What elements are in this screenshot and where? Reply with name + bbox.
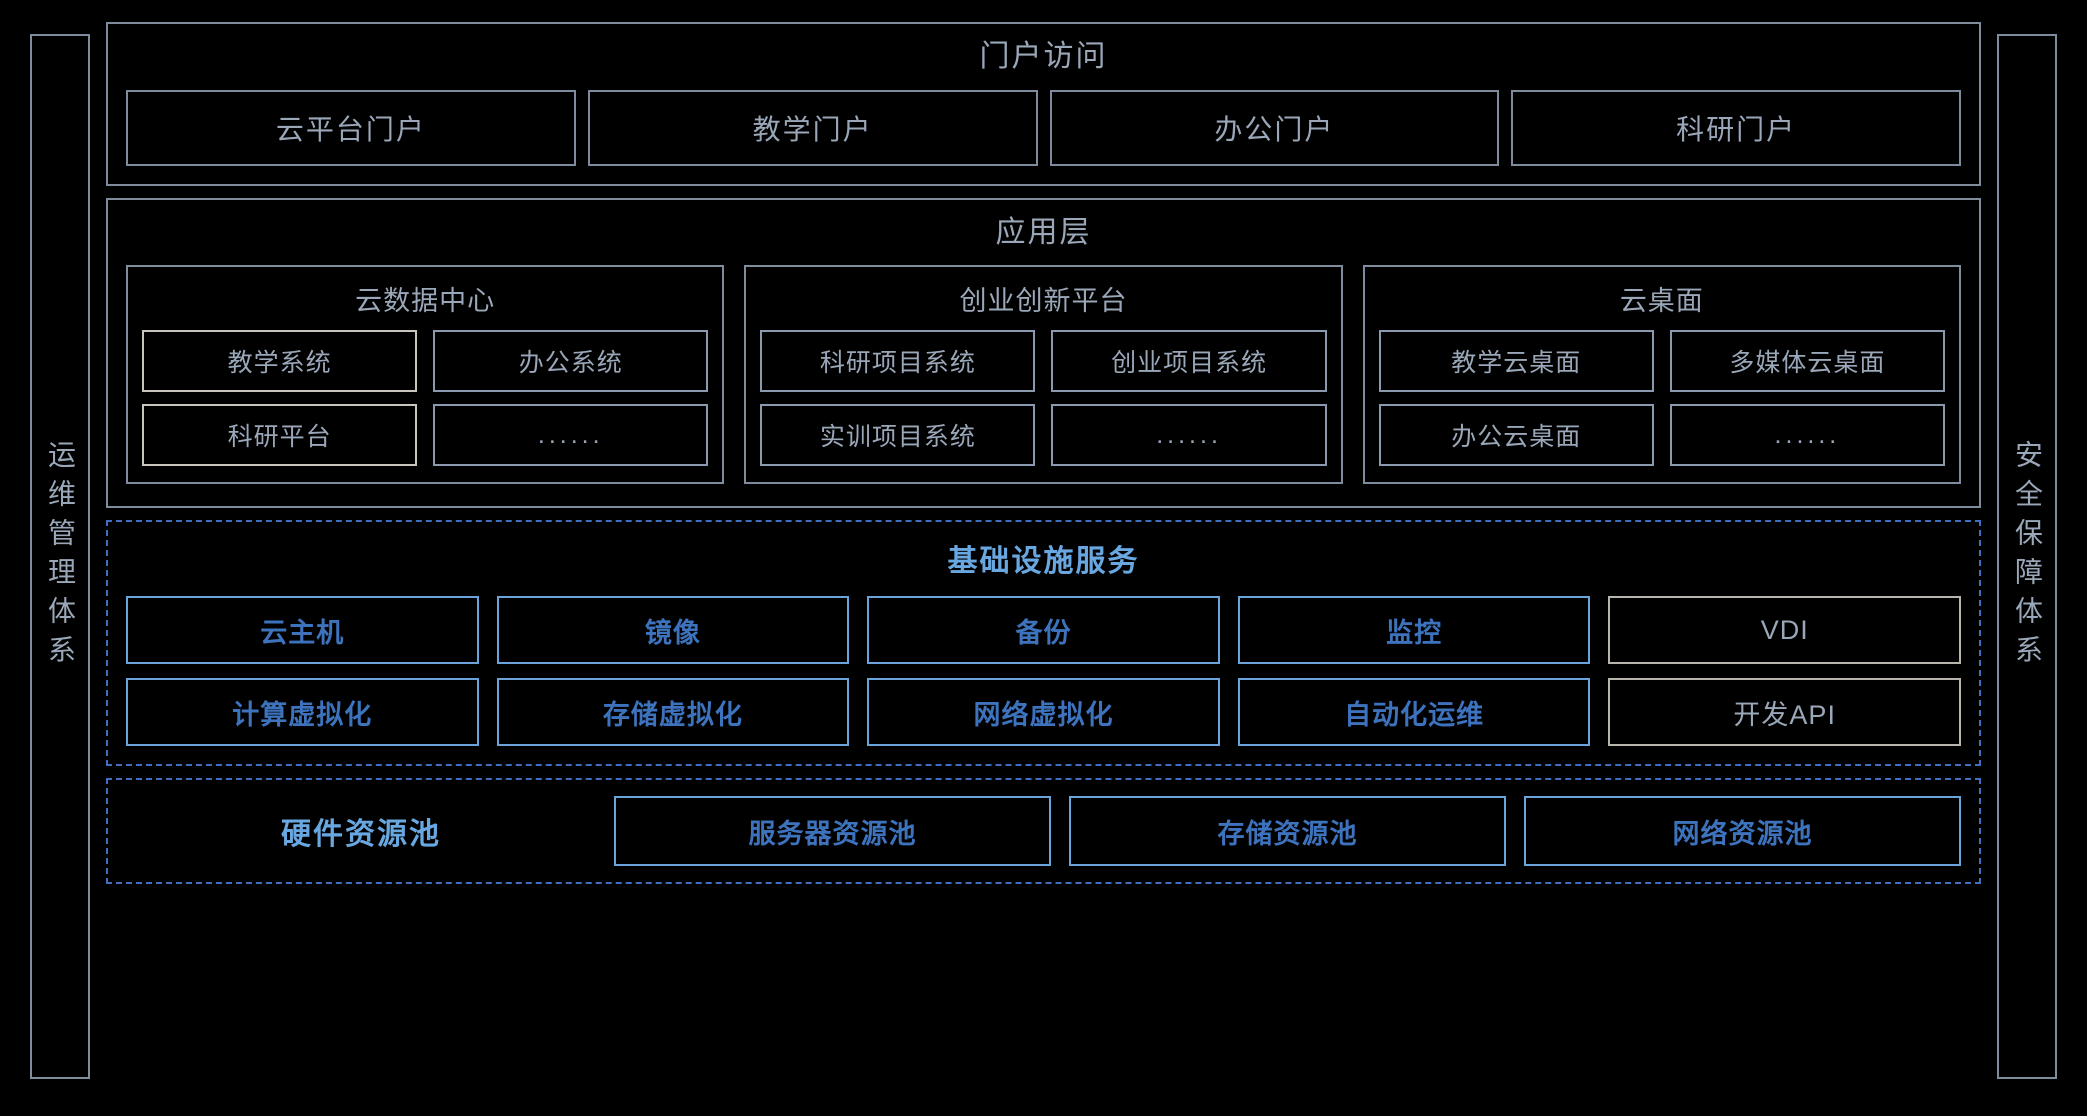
hardware-resource-pool-label: 硬件资源池 — [281, 818, 441, 851]
app-group-cloud-desktop-title: 云桌面 — [1619, 286, 1704, 316]
portal-item-cloud[interactable]: 云平台门户 — [126, 89, 576, 166]
app-item-office-cloud-desktop[interactable]: 办公云桌面 — [1378, 404, 1654, 466]
portal-access-title: 门户访问 — [979, 40, 1108, 73]
infrastructure-services-title: 基础设施服务 — [947, 545, 1140, 578]
app-group-cloud-data-center: 云数据中心 教学系统 办公系统 科研平台 ...... — [126, 265, 725, 484]
app-item-more-cloud-desktop[interactable]: ...... — [1669, 404, 1945, 466]
infra-item-storage-virtualization[interactable]: 存储虚拟化 — [496, 678, 850, 746]
infra-item-cloud-host[interactable]: 云主机 — [126, 596, 479, 664]
app-item-startup-project-system[interactable]: 创业项目系统 — [1051, 330, 1327, 392]
infra-item-image[interactable]: 镜像 — [496, 596, 850, 664]
infra-item-vdi[interactable]: VDI — [1608, 596, 1961, 664]
portal-items-row: 云平台门户 教学门户 办公门户 科研门户 — [126, 89, 1961, 166]
sidebar-security-assurance: 安全保障体系 — [1997, 34, 2057, 1079]
infra-item-network-virtualization[interactable]: 网络虚拟化 — [867, 678, 1220, 746]
infra-item-development-api[interactable]: 开发API — [1608, 678, 1961, 746]
sidebar-security-assurance-label: 安全保障体系 — [2012, 439, 2043, 674]
application-layer: 应用层 云数据中心 教学系统 办公系统 科研平台 ...... 创业创新平台 — [106, 197, 1981, 508]
app-item-office-system[interactable]: 办公系统 — [433, 330, 709, 392]
app-group-cloud-desktop: 云桌面 教学云桌面 多媒体云桌面 办公云桌面 ...... — [1362, 265, 1961, 484]
infra-item-monitoring[interactable]: 监控 — [1237, 596, 1591, 664]
application-layer-title: 应用层 — [995, 215, 1092, 249]
infra-item-backup[interactable]: 备份 — [867, 596, 1220, 664]
portal-access-layer: 门户访问 云平台门户 教学门户 办公门户 科研门户 — [106, 22, 1981, 186]
app-item-more-innovation-platform[interactable]: ...... — [1051, 404, 1327, 466]
app-group-cloud-data-center-title: 云数据中心 — [355, 286, 496, 316]
app-item-training-project-system[interactable]: 实训项目系统 — [760, 404, 1036, 466]
app-item-research-platform[interactable]: 科研平台 — [142, 404, 418, 466]
portal-item-office[interactable]: 办公门户 — [1049, 89, 1500, 166]
infra-item-automated-ops[interactable]: 自动化运维 — [1237, 678, 1591, 746]
app-item-research-project-system[interactable]: 科研项目系统 — [760, 330, 1036, 392]
sidebar-ops-management: 运维管理体系 — [30, 34, 90, 1079]
app-group-innovation-platform-title: 创业创新平台 — [959, 286, 1128, 316]
hardware-item-server-pool[interactable]: 服务器资源池 — [614, 796, 1051, 866]
app-item-multimedia-cloud-desktop[interactable]: 多媒体云桌面 — [1669, 330, 1945, 392]
infra-item-compute-virtualization[interactable]: 计算虚拟化 — [126, 678, 479, 746]
app-group-innovation-platform: 创业创新平台 科研项目系统 创业项目系统 实训项目系统 ...... — [744, 265, 1343, 484]
portal-item-teaching[interactable]: 教学门户 — [587, 89, 1038, 166]
portal-item-research[interactable]: 科研门户 — [1511, 89, 1961, 166]
app-group-cloud-data-center-grid: 教学系统 办公系统 科研平台 ...... — [142, 330, 709, 466]
app-group-cloud-desktop-grid: 教学云桌面 多媒体云桌面 办公云桌面 ...... — [1378, 330, 1945, 466]
hardware-item-storage-pool[interactable]: 存储资源池 — [1069, 796, 1506, 866]
app-group-innovation-platform-grid: 科研项目系统 创业项目系统 实训项目系统 ...... — [760, 330, 1327, 466]
infrastructure-services-grid: 云主机 镜像 备份 监控 VDI 计算虚拟化 存储虚拟化 网络虚拟化 自动化运维… — [126, 596, 1961, 746]
app-item-more-cloud-data-center[interactable]: ...... — [433, 404, 709, 466]
infrastructure-services-layer: 基础设施服务 云主机 镜像 备份 监控 VDI 计算虚拟化 存储虚拟化 网络虚拟… — [106, 520, 1981, 766]
sidebar-ops-management-label: 运维管理体系 — [45, 439, 76, 674]
diagram-center-column: 门户访问 云平台门户 教学门户 办公门户 科研门户 应用层 云数据中心 教学系统… — [106, 22, 1981, 1094]
app-item-teaching-cloud-desktop[interactable]: 教学云桌面 — [1378, 330, 1654, 392]
hardware-resource-pool-layer: 硬件资源池 服务器资源池 存储资源池 网络资源池 — [106, 778, 1981, 884]
application-groups: 云数据中心 教学系统 办公系统 科研平台 ...... 创业创新平台 科研项目系… — [126, 265, 1961, 484]
hardware-item-network-pool[interactable]: 网络资源池 — [1524, 796, 1961, 866]
app-item-teaching-system[interactable]: 教学系统 — [142, 330, 418, 392]
